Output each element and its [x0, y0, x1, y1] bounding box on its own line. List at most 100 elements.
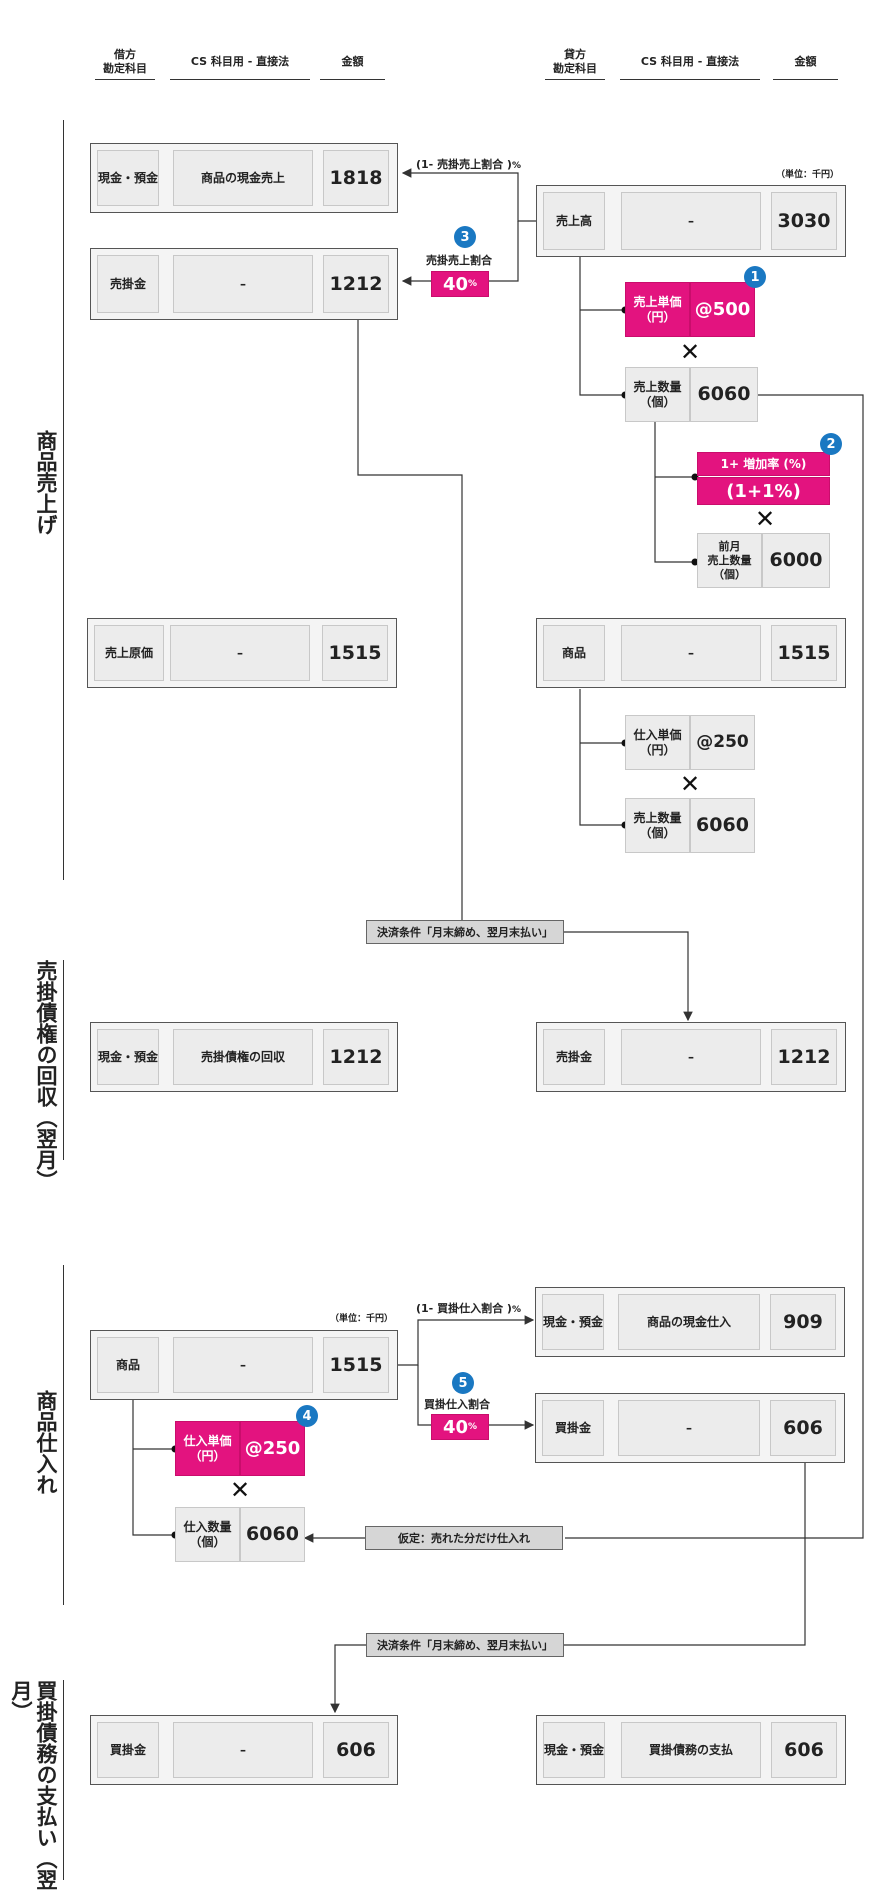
purchase-credit-ratio-label: 買掛仕入割合	[424, 1398, 490, 1411]
account-cell: 買掛金	[542, 1400, 604, 1456]
growth-rate-label: 1+ 増加率 (%)	[697, 452, 830, 476]
section-divider	[63, 1265, 64, 1605]
assumption-label: 仮定：売れた分だけ仕入れ	[365, 1526, 563, 1550]
account-cell: 売上高	[543, 192, 605, 250]
credit-account-header: 貸方 勘定科目	[553, 48, 597, 75]
sales-quantity-label: 売上数量 （個）	[625, 367, 690, 422]
journal-entry-collection-receivable: 売掛金 – 1212	[536, 1022, 846, 1092]
section-label-payment: 買掛債務の支払い（翌月）	[9, 1680, 58, 1890]
cs-cell: 売掛債権の回収	[173, 1029, 313, 1085]
amount-cell: 1515	[323, 1337, 389, 1393]
settlement-terms-label: 決済条件「月末締め、翌月末払い」	[366, 1633, 564, 1657]
credit-ratio-value: 40%	[431, 271, 489, 297]
journal-entry-collection-cash: 現金・預金 売掛債権の回収 1212	[90, 1022, 398, 1092]
header-underline	[545, 79, 605, 80]
multiply-icon: ✕	[230, 1476, 251, 1504]
journal-entry-payment-cash: 現金・預金 買掛債務の支払 606	[536, 1715, 846, 1785]
cs-cell: –	[621, 625, 761, 681]
account-cell: 売掛金	[97, 255, 159, 313]
unit-label: （単位：千円）	[330, 1314, 394, 1324]
purchase-cash-ratio-label: (1- 買掛仕入割合 )%	[416, 1302, 521, 1315]
purchase-unit-price-label: 仕入単価 （円）	[175, 1421, 240, 1476]
section-divider	[63, 1680, 64, 1880]
step-badge-3: 3	[454, 226, 476, 248]
header-underline	[95, 79, 155, 80]
growth-rate-value: (1+1%)	[697, 477, 830, 505]
multiply-icon: ✕	[755, 505, 776, 533]
debit-account-header: 借方 勘定科目	[103, 48, 147, 75]
cs-cell: 商品の現金仕入	[618, 1294, 760, 1350]
account-cell: 現金・預金	[97, 150, 159, 206]
cs-cell: 商品の現金売上	[173, 150, 313, 206]
settlement-terms-label: 決済条件「月末締め、翌月末払い」	[366, 920, 564, 944]
credit-ratio-label: 売掛売上割合	[426, 254, 492, 267]
section-divider	[63, 120, 64, 880]
journal-entry-purchase-inventory: 商品 – 1515	[90, 1330, 398, 1400]
prev-quantity-label: 前月 売上数量 （個）	[697, 533, 762, 588]
journal-entry-revenue: 売上高 – 3030	[536, 185, 846, 257]
journal-entry-payment-payable: 買掛金 – 606	[90, 1715, 398, 1785]
cs-cell: 買掛債務の支払	[621, 1722, 761, 1778]
account-cell: 現金・預金	[97, 1029, 159, 1085]
amount-cell: 1212	[323, 1029, 389, 1085]
debit-cs-header: CS 科目用 - 直接法	[190, 55, 290, 68]
amount-cell: 3030	[771, 192, 837, 250]
debit-amount-header: 金額	[341, 55, 364, 68]
unit-label: （単位：千円）	[776, 170, 840, 180]
cogs-purchase-price-label: 仕入単価 （円）	[625, 715, 690, 770]
header-underline	[170, 79, 310, 80]
credit-amount-header: 金額	[794, 55, 817, 68]
amount-cell: 606	[771, 1722, 837, 1778]
journal-entry-inventory: 商品 – 1515	[536, 618, 846, 688]
cogs-quantity-label: 売上数量 （個）	[625, 798, 690, 853]
section-label-purchase: 商品仕入れ	[34, 1390, 58, 1495]
purchase-quantity-value: 6060	[240, 1507, 305, 1562]
amount-cell: 606	[770, 1400, 836, 1456]
sales-quantity-value: 6060	[690, 367, 758, 422]
cs-cell: –	[173, 1337, 313, 1393]
journal-entry-purchase-cash: 現金・預金 商品の現金仕入 909	[535, 1287, 845, 1357]
cs-cell: –	[621, 192, 761, 250]
section-divider	[63, 960, 64, 1160]
header-underline	[320, 79, 385, 80]
account-cell: 買掛金	[97, 1722, 159, 1778]
multiply-icon: ✕	[680, 338, 701, 366]
cogs-quantity-value: 6060	[690, 798, 755, 853]
prev-quantity-value: 6000	[762, 533, 830, 588]
sales-unit-price-value: @500	[690, 282, 755, 337]
purchase-quantity-label: 仕入数量 （個）	[175, 1507, 240, 1562]
amount-cell: 1212	[323, 255, 389, 313]
cs-cell: –	[621, 1029, 761, 1085]
amount-cell: 1212	[771, 1029, 837, 1085]
account-cell: 現金・預金	[542, 1294, 604, 1350]
journal-entry-cogs: 売上原価 – 1515	[87, 618, 397, 688]
account-cell: 売掛金	[543, 1029, 605, 1085]
sales-unit-price-label: 売上単価 （円）	[625, 282, 690, 337]
cs-cell: –	[173, 255, 313, 313]
account-cell: 商品	[543, 625, 605, 681]
step-badge-1: 1	[744, 266, 766, 288]
step-badge-2: 2	[820, 433, 842, 455]
journal-entry-receivable: 売掛金 – 1212	[90, 248, 398, 320]
purchase-unit-price-value: @250	[240, 1421, 305, 1476]
account-cell: 売上原価	[94, 625, 164, 681]
amount-cell: 909	[770, 1294, 836, 1350]
credit-cs-header: CS 科目用 - 直接法	[640, 55, 740, 68]
cs-cell: –	[618, 1400, 760, 1456]
multiply-icon: ✕	[680, 770, 701, 798]
journal-entry-purchase-payable: 買掛金 – 606	[535, 1393, 845, 1463]
account-cell: 現金・預金	[543, 1722, 605, 1778]
account-cell: 商品	[97, 1337, 159, 1393]
purchase-credit-ratio-value: 40%	[431, 1414, 489, 1440]
section-label-sales: 商品売上げ	[34, 430, 58, 535]
amount-cell: 606	[323, 1722, 389, 1778]
cs-cell: –	[173, 1722, 313, 1778]
amount-cell: 1515	[322, 625, 388, 681]
step-badge-5: 5	[452, 1372, 474, 1394]
header-underline	[773, 79, 838, 80]
cogs-purchase-price-value: @250	[690, 715, 755, 770]
section-label-collection: 売掛債権の回収（翌月）	[34, 960, 58, 1191]
amount-cell: 1515	[771, 625, 837, 681]
amount-cell: 1818	[323, 150, 389, 206]
journal-entry-cash-sales: 現金・預金 商品の現金売上 1818	[90, 143, 398, 213]
